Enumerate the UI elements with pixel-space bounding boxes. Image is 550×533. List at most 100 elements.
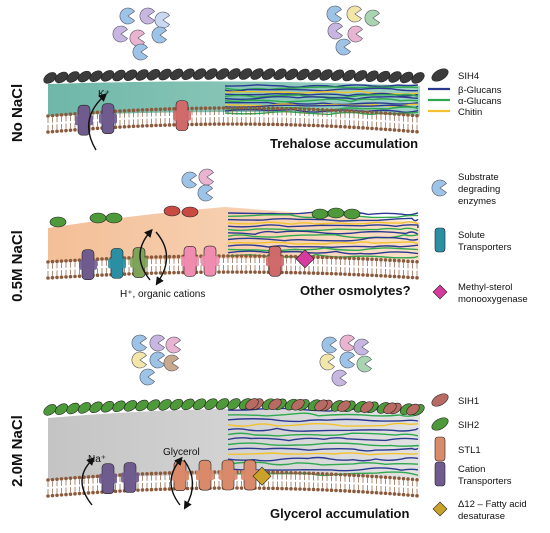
lipid-head (316, 123, 320, 128)
lipid-head (248, 122, 253, 126)
lipid-head (370, 273, 374, 278)
lipid-head (127, 108, 131, 113)
hydrophobin-ellipse (307, 68, 322, 81)
enzyme-icon (321, 336, 337, 354)
lipid-head (311, 471, 316, 476)
row-label-20m-nacl: 2.0M NaCl (9, 415, 26, 487)
lipid-head (217, 106, 221, 110)
lipid-head (158, 271, 163, 275)
lipid-head (73, 112, 77, 116)
lipid-head (275, 106, 280, 111)
lipid-head (388, 491, 392, 496)
lipid-head (118, 125, 122, 129)
legend-label: STL1 (458, 445, 481, 456)
lipid-head (226, 254, 230, 258)
lipid-head (199, 106, 203, 111)
lipid-head (298, 487, 302, 491)
legend-label: Chitin (458, 107, 482, 118)
lipid-head (50, 259, 55, 264)
lipid-head (325, 108, 329, 112)
lipid-head (320, 108, 325, 112)
legend-label: monooxygenase (458, 294, 528, 305)
lipid-head (361, 273, 365, 277)
legend-label: Substrate (458, 172, 499, 183)
lipid-head (343, 489, 347, 493)
glycerol-arrow-right (183, 459, 194, 510)
lipid-head (113, 109, 118, 114)
lipid-head (334, 256, 338, 260)
enzyme-icon (197, 184, 213, 202)
lipid-head (383, 491, 388, 496)
lipid-head (401, 492, 406, 497)
lipid-head (73, 128, 77, 132)
hydrophobin-ellipse (342, 69, 356, 82)
lipid-head (244, 106, 248, 110)
panel-no-nacl: K⁺ Trehalose accumulation (43, 5, 425, 151)
lipid-head (149, 487, 154, 492)
sih1-ellipse (337, 400, 351, 412)
lipid-head (257, 270, 262, 274)
enzyme-icon (131, 351, 147, 369)
enzyme-icon (149, 351, 165, 369)
lipid-head (235, 486, 239, 490)
glucan-fiber (224, 96, 419, 101)
glucan-fiber (224, 84, 419, 88)
lipid-head (68, 258, 73, 263)
hydrophobin-ellipse (77, 70, 92, 83)
lipid-head (253, 122, 257, 126)
lipid-head (383, 258, 388, 262)
lipid-head (365, 126, 370, 130)
lipid-head (307, 107, 311, 112)
lipid-head (320, 255, 325, 260)
glucan-fiber (227, 437, 419, 442)
lipid-head (163, 471, 167, 475)
lipid-head (154, 487, 158, 492)
lipid-head (64, 476, 68, 481)
row-label-no-nacl: No NaCl (9, 84, 26, 142)
lipid-head (140, 124, 145, 128)
lipid-head (406, 129, 410, 133)
lipid-head (122, 108, 127, 113)
hydrophobin-ellipse (227, 68, 241, 80)
lipid-head (280, 106, 284, 111)
legend-label: SIH2 (458, 420, 479, 431)
surface-protein (163, 205, 181, 217)
lipid-head (46, 114, 50, 118)
lipid-head (167, 254, 172, 259)
lipid-head (271, 486, 275, 491)
lipid-head (275, 470, 280, 475)
lipid-head (176, 254, 181, 259)
lipid-head (410, 275, 415, 280)
legend-transporter-icon (434, 461, 446, 487)
hydrophobin-ellipse (353, 70, 368, 82)
lipid-head (64, 128, 68, 133)
hydrophobin-ellipse (330, 69, 345, 81)
lipid-head (361, 257, 365, 261)
lipid-head (356, 489, 361, 494)
glucan-fiber (227, 230, 419, 236)
hydrophobin-ellipse (204, 68, 218, 80)
lipid-head (77, 274, 82, 278)
lipid-head (95, 110, 100, 115)
lipid-head (275, 122, 280, 127)
ion-label: K⁺ (98, 89, 110, 100)
lipid-head (320, 472, 325, 476)
enzyme-icon (119, 7, 135, 25)
hydrophobin-ellipse (238, 68, 253, 80)
glucan-fiber (224, 101, 419, 106)
lipid-head (176, 270, 181, 275)
lipid-head (415, 276, 419, 280)
lipid-head (388, 475, 392, 480)
legend-transporter-icon (434, 436, 446, 462)
lipid-head (289, 270, 293, 275)
lipid-head (374, 126, 379, 131)
lipid-head (221, 122, 226, 126)
lipid-head (217, 122, 221, 126)
enzyme-icon (165, 336, 181, 354)
lipid-head (334, 272, 338, 276)
lipid-head (316, 471, 320, 476)
lipid-head (95, 474, 100, 479)
lipid-head (334, 124, 338, 129)
lipid-head (158, 255, 163, 259)
lipid-head (212, 106, 217, 110)
